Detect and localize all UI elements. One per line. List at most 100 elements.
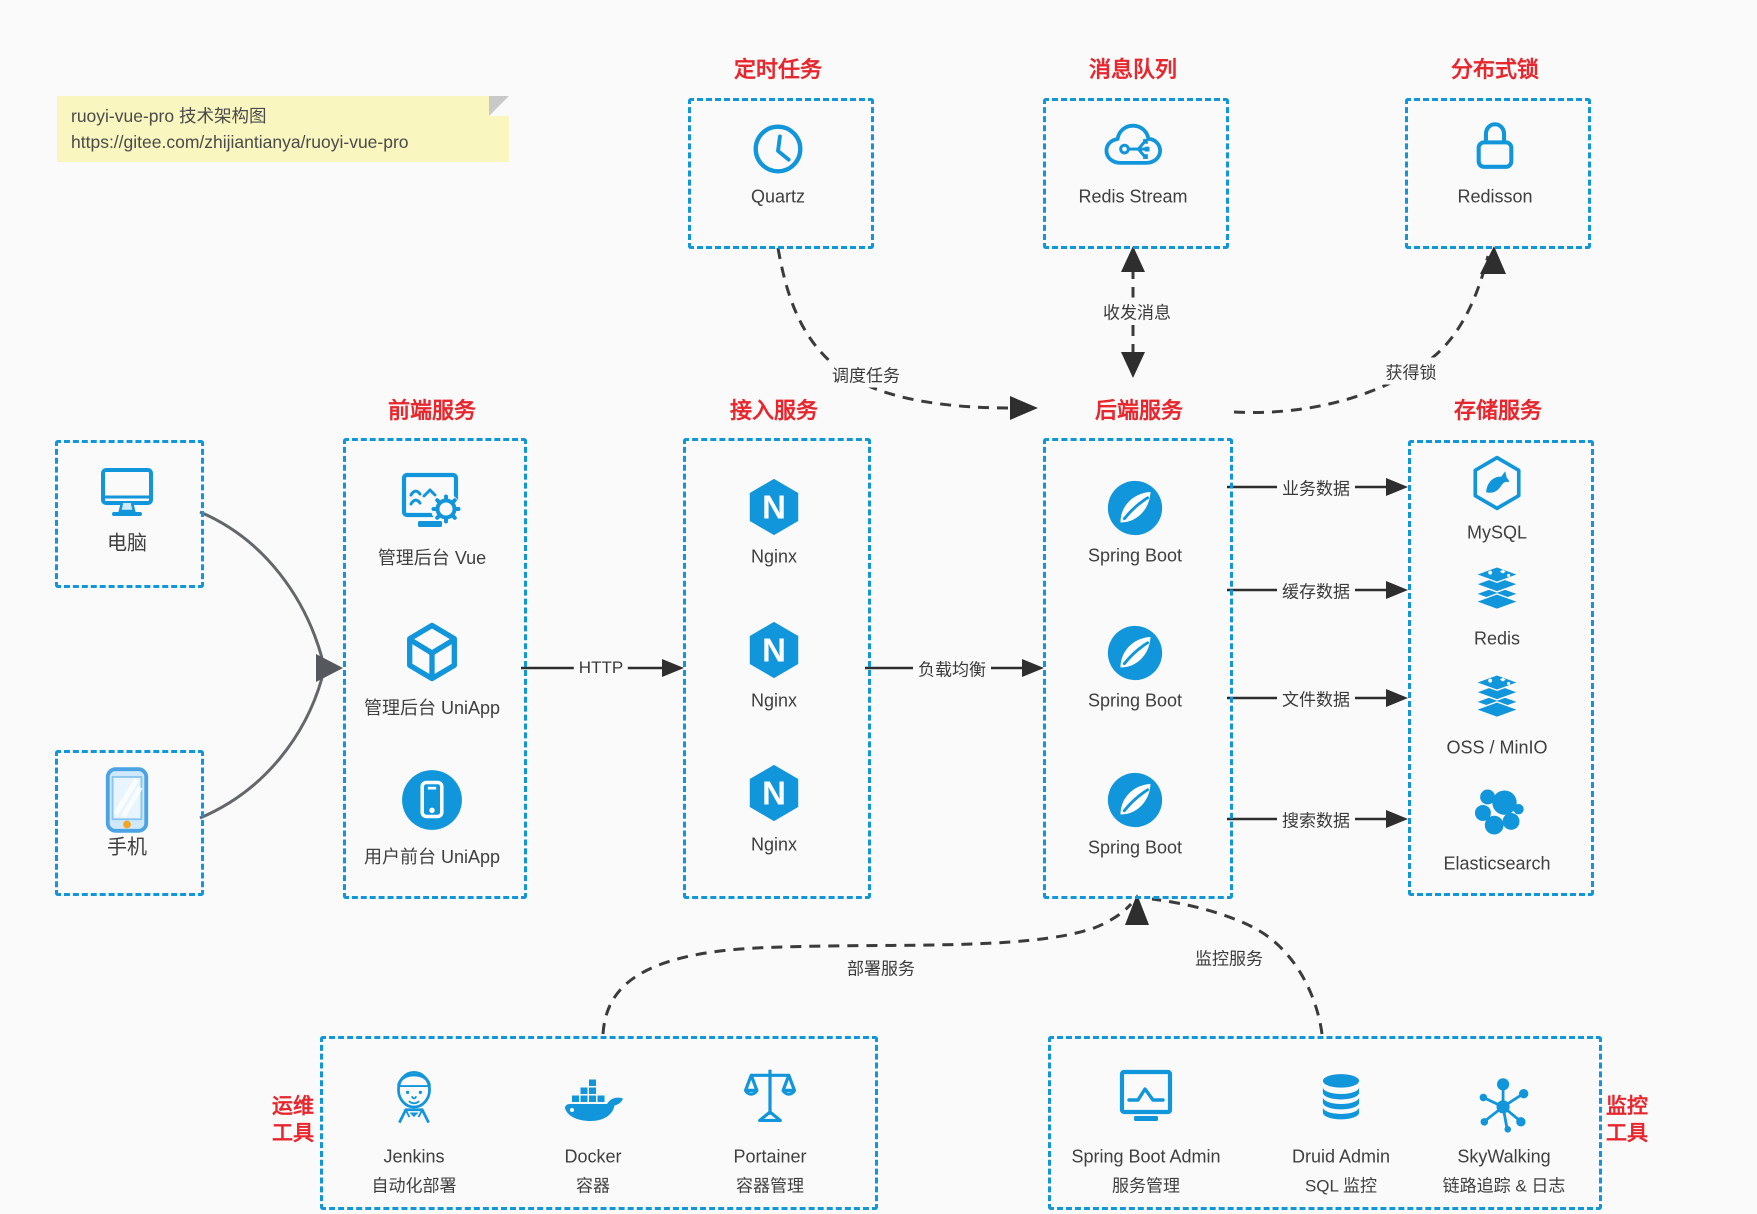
label-portainer-desc: 容器管理 bbox=[736, 1176, 804, 1196]
column-title-storage: 存储服务 bbox=[1453, 398, 1543, 423]
column-title-frontend: 前端服务 bbox=[387, 398, 477, 423]
edge-deploy-curve bbox=[601, 902, 1133, 1035]
label-mysql: MySQL bbox=[1466, 522, 1528, 543]
monitor-title-line1: 监控 bbox=[1606, 1095, 1648, 1118]
note-title: ruoyi-vue-pro 技术架构图 bbox=[71, 106, 267, 126]
label-nginx-2: Nginx bbox=[750, 690, 798, 711]
edge-label-business-data: 业务数据 bbox=[1277, 473, 1355, 501]
edge-label-http: HTTP bbox=[573, 657, 629, 679]
label-redis: Redis bbox=[1473, 628, 1521, 649]
lock-icon bbox=[1476, 122, 1514, 169]
edge-lock-arrowhead bbox=[1480, 246, 1506, 274]
box-storage bbox=[1408, 440, 1594, 896]
box-gateway bbox=[683, 438, 871, 899]
box-pc-client bbox=[55, 440, 204, 588]
edge-label-loadbalance: 负载均衡 bbox=[913, 654, 991, 682]
admin-vue-icon bbox=[401, 472, 461, 527]
label-redis-stream: Redis Stream bbox=[1078, 186, 1188, 207]
edge-dataflow-arrowhead-4 bbox=[1386, 810, 1408, 828]
edge-client-arrowhead bbox=[316, 654, 343, 682]
druid-icon bbox=[1322, 1074, 1360, 1120]
clock-icon bbox=[753, 124, 803, 174]
skywalking-icon bbox=[1479, 1078, 1529, 1133]
label-user-uniapp: 用户前台 UniApp bbox=[363, 847, 501, 867]
mysql-icon bbox=[1473, 455, 1521, 511]
note-text: ruoyi-vue-pro 技术架构图 https://gitee.com/zh… bbox=[71, 103, 409, 155]
column-title-gateway: 接入服务 bbox=[729, 398, 819, 423]
label-druid-admin: Druid Admin bbox=[1291, 1146, 1391, 1167]
label-spring-boot-admin-desc: 服务管理 bbox=[1112, 1176, 1180, 1196]
box-distributed-lock bbox=[1405, 98, 1591, 249]
label-admin-uniapp: 管理后台 UniApp bbox=[363, 698, 501, 718]
group-title-scheduled-jobs: 定时任务 bbox=[733, 57, 823, 82]
label-elasticsearch: Elasticsearch bbox=[1443, 853, 1551, 874]
label-docker: Docker bbox=[564, 1146, 622, 1167]
label-docker-desc: 容器 bbox=[576, 1176, 610, 1196]
edge-label-search-data: 搜索数据 bbox=[1277, 805, 1355, 833]
svg-text:N: N bbox=[762, 489, 786, 526]
edge-deploy-monitor-arrowhead bbox=[1125, 894, 1149, 925]
nginx-icon: N bbox=[749, 621, 799, 679]
label-skywalking: SkyWalking bbox=[1457, 1146, 1551, 1167]
group-title-message-queue: 消息队列 bbox=[1088, 57, 1178, 82]
svg-text:N: N bbox=[762, 632, 786, 669]
label-jenkins: Jenkins bbox=[383, 1146, 445, 1167]
jenkins-icon bbox=[397, 1070, 431, 1124]
edge-phone-curve bbox=[199, 677, 324, 820]
label-redisson: Redisson bbox=[1457, 186, 1533, 207]
edge-label-cache-data: 缓存数据 bbox=[1277, 576, 1355, 604]
edge-label-monitor: 监控服务 bbox=[1190, 943, 1268, 971]
edge-schedule-arrowhead bbox=[1010, 396, 1038, 420]
label-springboot-1: Spring Boot bbox=[1087, 545, 1183, 566]
box-ops-tools bbox=[320, 1036, 878, 1210]
elasticsearch-icon bbox=[1474, 789, 1524, 835]
spring-boot-admin-icon bbox=[1119, 1069, 1173, 1121]
spring-leaf-icon bbox=[1107, 480, 1163, 536]
label-skywalking-desc: 链路追踪 & 日志 bbox=[1442, 1176, 1566, 1196]
box-phone-client bbox=[55, 750, 204, 896]
edge-dataflow-arrowhead-2 bbox=[1386, 581, 1408, 599]
edge-label-lock: 获得锁 bbox=[1380, 357, 1442, 385]
label-druid-admin-desc: SQL 监控 bbox=[1304, 1176, 1378, 1196]
box-monitor-tools bbox=[1048, 1036, 1602, 1210]
edge-dataflow-arrowhead-1 bbox=[1386, 478, 1408, 496]
box-backend bbox=[1043, 438, 1233, 899]
edge-message-arrowhead-up bbox=[1121, 246, 1145, 272]
edge-label-schedule: 调度任务 bbox=[827, 360, 905, 388]
sticky-note: ruoyi-vue-pro 技术架构图 https://gitee.com/zh… bbox=[57, 96, 509, 162]
label-portainer: Portainer bbox=[733, 1146, 807, 1167]
edge-message-arrowhead-down bbox=[1121, 352, 1145, 378]
ops-title-line2: 工具 bbox=[272, 1122, 314, 1145]
label-phone: 手机 bbox=[107, 836, 147, 859]
box-scheduled-jobs bbox=[688, 98, 874, 249]
desktop-icon bbox=[101, 468, 153, 516]
label-jenkins-desc: 自动化部署 bbox=[371, 1176, 457, 1196]
label-pc: 电脑 bbox=[107, 532, 147, 555]
monitor-title-line2: 工具 bbox=[1606, 1122, 1648, 1145]
spring-leaf-icon bbox=[1107, 772, 1163, 828]
ops-title-line1: 运维 bbox=[272, 1095, 314, 1118]
edge-label-file-data: 文件数据 bbox=[1277, 684, 1355, 712]
user-app-icon bbox=[402, 770, 462, 830]
edge-dataflow-arrowhead-3 bbox=[1386, 689, 1408, 707]
edge-lock-curve bbox=[1233, 255, 1490, 414]
edge-label-deploy: 部署服务 bbox=[842, 953, 920, 981]
svg-text:N: N bbox=[762, 775, 786, 812]
oss-minio-icon bbox=[1473, 673, 1521, 719]
label-springboot-2: Spring Boot bbox=[1087, 690, 1183, 711]
group-title-monitor-tools: 监控 工具 bbox=[1606, 1093, 1648, 1147]
label-nginx-1: Nginx bbox=[750, 546, 798, 567]
group-title-ops-tools: 运维 工具 bbox=[272, 1093, 314, 1147]
edge-label-message: 收发消息 bbox=[1098, 297, 1176, 325]
label-nginx-3: Nginx bbox=[750, 834, 798, 855]
uniapp-cube-icon bbox=[407, 622, 457, 682]
label-quartz: Quartz bbox=[750, 186, 806, 207]
nginx-icon: N bbox=[749, 478, 799, 536]
box-frontend bbox=[343, 438, 527, 899]
edge-loadbalance-arrowhead bbox=[1022, 659, 1044, 677]
smartphone-icon bbox=[105, 767, 149, 833]
edge-http-arrowhead bbox=[662, 659, 684, 677]
edge-pc-curve bbox=[199, 510, 324, 659]
box-message-queue bbox=[1043, 98, 1229, 249]
